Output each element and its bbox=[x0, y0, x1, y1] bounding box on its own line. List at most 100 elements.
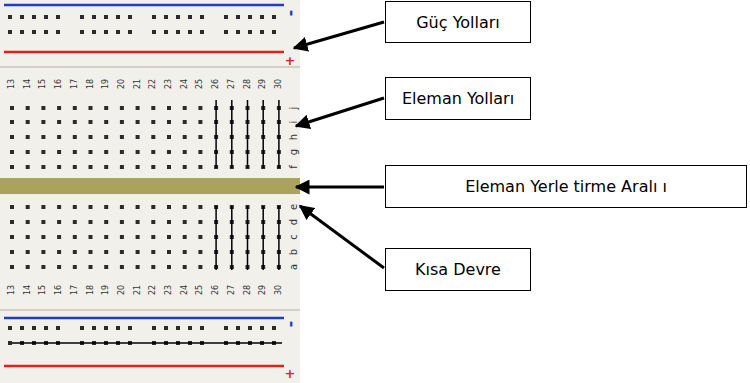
hole bbox=[57, 220, 61, 224]
hole bbox=[116, 326, 120, 330]
plus-rail-line bbox=[4, 51, 284, 54]
hole bbox=[198, 265, 202, 269]
column-number: 26 bbox=[212, 79, 220, 89]
column-number: 20 bbox=[118, 79, 126, 89]
column-number: 21 bbox=[134, 79, 142, 89]
hole bbox=[92, 15, 96, 19]
column-number: 18 bbox=[87, 285, 95, 295]
hole bbox=[20, 30, 24, 34]
hole bbox=[104, 120, 108, 124]
hole bbox=[151, 150, 155, 154]
hole bbox=[151, 120, 155, 124]
hole bbox=[164, 15, 168, 19]
column-number: 13 bbox=[8, 285, 16, 295]
hole bbox=[248, 30, 252, 34]
hole bbox=[80, 326, 84, 330]
hole bbox=[198, 205, 202, 209]
hole bbox=[151, 220, 155, 224]
center-channel bbox=[0, 178, 300, 194]
hole bbox=[224, 326, 228, 330]
callout-box: Kısa Devre bbox=[385, 248, 531, 291]
hole bbox=[10, 150, 14, 154]
short-line bbox=[262, 206, 264, 270]
column-number: 29 bbox=[259, 79, 267, 89]
hole bbox=[120, 250, 124, 254]
column-number: 28 bbox=[244, 79, 252, 89]
hole bbox=[57, 150, 61, 154]
hole bbox=[136, 165, 140, 169]
column-number: 30 bbox=[275, 79, 283, 89]
hole bbox=[26, 235, 30, 239]
hole bbox=[128, 15, 132, 19]
hole bbox=[151, 265, 155, 269]
hole bbox=[8, 326, 12, 330]
hole bbox=[89, 150, 93, 154]
row-letter: i bbox=[289, 121, 299, 124]
hole bbox=[73, 220, 77, 224]
hole bbox=[104, 235, 108, 239]
hole bbox=[32, 15, 36, 19]
hole bbox=[128, 326, 132, 330]
hole bbox=[198, 135, 202, 139]
column-number: 13 bbox=[8, 79, 16, 89]
hole bbox=[176, 326, 180, 330]
hole bbox=[10, 205, 14, 209]
rail-sign: + bbox=[285, 367, 296, 380]
hole bbox=[198, 165, 202, 169]
hole bbox=[136, 135, 140, 139]
column-number: 17 bbox=[71, 79, 79, 89]
row-letter: b bbox=[289, 249, 299, 255]
breadboard-body bbox=[0, 0, 300, 383]
hole bbox=[10, 235, 14, 239]
column-number: 23 bbox=[165, 285, 173, 295]
hole bbox=[136, 106, 140, 110]
hole bbox=[248, 15, 252, 19]
hole bbox=[73, 120, 77, 124]
hole bbox=[41, 120, 45, 124]
hole bbox=[151, 106, 155, 110]
hole bbox=[56, 326, 60, 330]
hole bbox=[26, 205, 30, 209]
column-number: 19 bbox=[102, 285, 110, 295]
hole bbox=[80, 30, 84, 34]
hole bbox=[188, 326, 192, 330]
callout-label: Güç Yolları bbox=[416, 13, 500, 32]
column-number: 17 bbox=[71, 285, 79, 295]
hole bbox=[164, 326, 168, 330]
short-line bbox=[247, 100, 249, 168]
hole bbox=[272, 15, 276, 19]
hole bbox=[8, 30, 12, 34]
hole bbox=[183, 205, 187, 209]
hole bbox=[57, 265, 61, 269]
row-letter: c bbox=[289, 234, 299, 240]
hole bbox=[120, 235, 124, 239]
row-letter: d bbox=[289, 219, 299, 225]
hole bbox=[136, 220, 140, 224]
hole bbox=[236, 326, 240, 330]
row-letter: f bbox=[289, 165, 299, 169]
hole bbox=[104, 265, 108, 269]
hole bbox=[73, 205, 77, 209]
hole bbox=[41, 265, 45, 269]
hole bbox=[32, 30, 36, 34]
hole bbox=[120, 220, 124, 224]
column-number: 27 bbox=[228, 79, 236, 89]
hole bbox=[248, 326, 252, 330]
hole bbox=[260, 15, 264, 19]
row-letter: j bbox=[289, 107, 299, 110]
hole bbox=[200, 15, 204, 19]
short-line bbox=[12, 342, 282, 344]
hole bbox=[44, 30, 48, 34]
callout-box: Eleman Yerle tirme Aralı ı bbox=[385, 165, 747, 208]
rail-sign: + bbox=[285, 54, 296, 67]
hole bbox=[183, 250, 187, 254]
hole bbox=[32, 326, 36, 330]
short-line bbox=[262, 100, 264, 168]
rail-sign: - bbox=[284, 321, 300, 328]
hole bbox=[89, 135, 93, 139]
hole bbox=[120, 205, 124, 209]
hole bbox=[151, 135, 155, 139]
hole bbox=[89, 205, 93, 209]
hole bbox=[73, 150, 77, 154]
column-number: 22 bbox=[149, 79, 157, 89]
